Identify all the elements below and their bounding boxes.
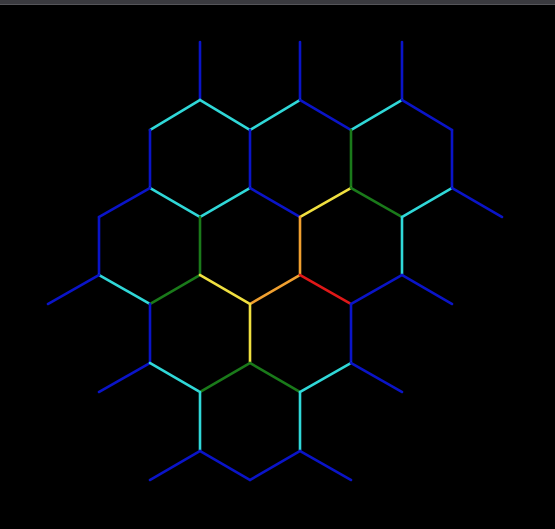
edge-blue-41	[349, 361, 404, 394]
edge-blue-31	[400, 273, 454, 306]
edge-blue-45	[198, 449, 252, 482]
edge-cyan-14	[198, 186, 252, 219]
edge-orange-28	[248, 273, 302, 306]
edge-blue-32	[46, 273, 101, 306]
edge-cyan-25	[97, 273, 152, 306]
edge-blue-47	[298, 449, 353, 482]
edge-green-26	[148, 273, 202, 306]
edge-blue-30	[349, 273, 404, 306]
edge-blue-20	[97, 186, 152, 219]
edge-cyan-37	[148, 361, 202, 394]
edge-red-29	[298, 273, 353, 306]
edge-cyan-5	[248, 98, 302, 132]
window-title-strip	[0, 0, 555, 5]
edge-blue-15	[248, 186, 302, 219]
edge-yellow-27	[198, 273, 252, 306]
edge-green-38	[198, 361, 252, 394]
edge-cyan-7	[349, 98, 404, 132]
edge-cyan-4	[198, 98, 252, 132]
edge-yellow-16	[298, 186, 353, 219]
edge-green-17	[349, 186, 404, 219]
edge-blue-19	[450, 186, 504, 219]
edge-green-39	[248, 361, 302, 394]
edge-blue-46	[248, 449, 302, 482]
hex-lattice-segments	[46, 40, 504, 482]
edge-blue-36	[97, 361, 152, 394]
edge-cyan-13	[148, 186, 202, 219]
edge-blue-6	[298, 98, 353, 132]
edge-blue-8	[400, 98, 454, 132]
edge-blue-44	[148, 449, 202, 482]
edge-cyan-40	[298, 361, 353, 394]
edge-cyan-18	[400, 186, 454, 219]
edge-cyan-3	[148, 98, 202, 132]
